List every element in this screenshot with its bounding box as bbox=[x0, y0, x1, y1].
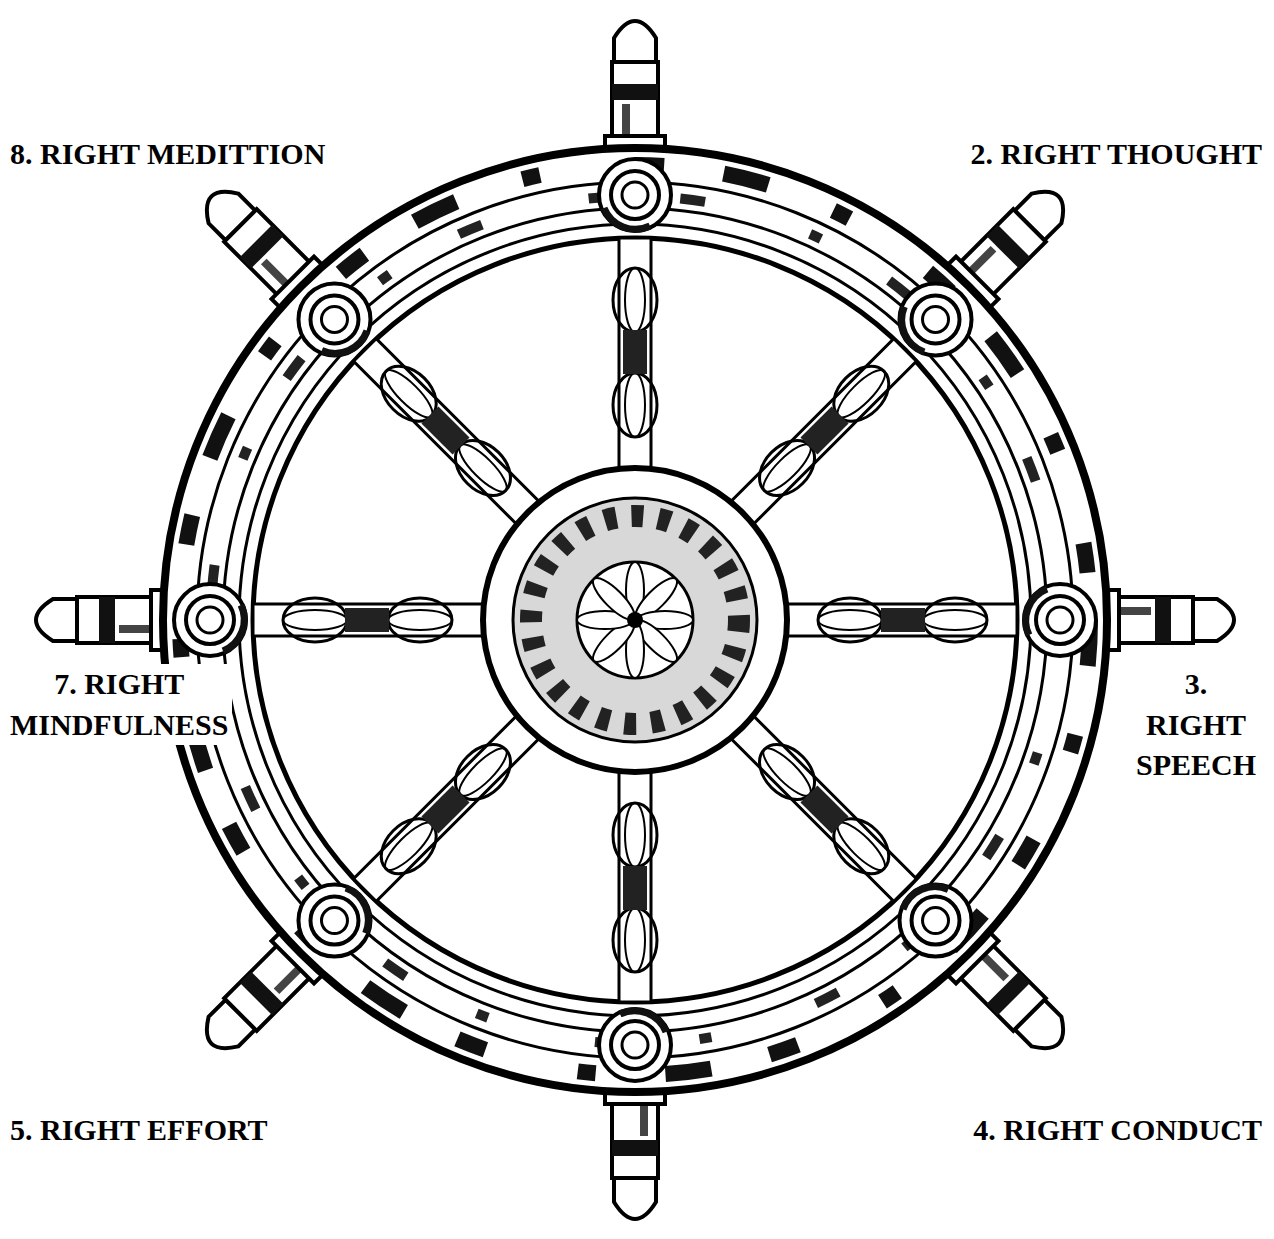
wheel-spokes bbox=[253, 238, 1017, 1002]
spoke bbox=[613, 238, 657, 478]
path-step-label: 8. RIGHT MEDITTION bbox=[6, 136, 329, 172]
path-step-label: 7. RIGHT MINDFULNESS bbox=[6, 664, 232, 745]
path-step-label: 2. RIGHT THOUGHT bbox=[967, 136, 1266, 172]
handle bbox=[605, 21, 665, 154]
spoke bbox=[720, 334, 921, 535]
handle bbox=[1101, 590, 1234, 650]
bolt bbox=[174, 584, 246, 656]
bolt bbox=[599, 159, 671, 231]
rim-bolts bbox=[174, 159, 1096, 1081]
spoke bbox=[349, 334, 550, 535]
bolt bbox=[599, 1009, 671, 1081]
bolt bbox=[885, 269, 987, 371]
wheel-handles bbox=[36, 21, 1234, 1219]
path-step-label: 5. RIGHT EFFORT bbox=[6, 1112, 272, 1148]
bolt bbox=[284, 870, 386, 972]
wheel-rim bbox=[163, 148, 1107, 1092]
path-step-label: 3. RIGHT SPEECH bbox=[1132, 664, 1260, 786]
path-step-label: 4. RIGHT CONDUCT bbox=[969, 1112, 1266, 1148]
bolt bbox=[1024, 584, 1096, 656]
spoke bbox=[613, 762, 657, 1002]
bolt bbox=[885, 870, 987, 972]
spoke bbox=[777, 598, 1017, 642]
handle bbox=[605, 1086, 665, 1219]
spoke bbox=[349, 705, 550, 906]
spoke bbox=[253, 598, 493, 642]
spoke bbox=[720, 705, 921, 906]
handle bbox=[36, 590, 169, 650]
wheel-hub bbox=[483, 468, 787, 772]
bolt bbox=[284, 269, 386, 371]
